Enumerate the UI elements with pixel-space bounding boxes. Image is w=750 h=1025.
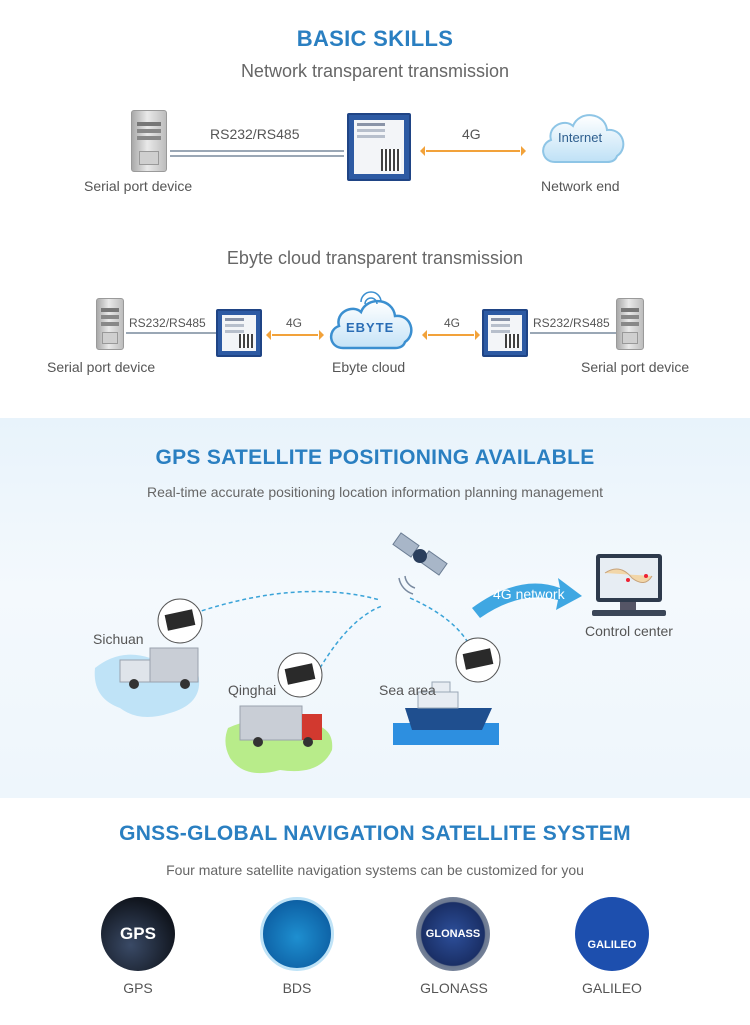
bds-label: BDS [282, 980, 312, 996]
serial-port-device-right-label: Serial port device [581, 359, 690, 375]
gps-label: GPS [123, 980, 153, 996]
gnss-title: GNSS-GLOBAL NAVIGATION SATELLITE SYSTEM [119, 822, 631, 845]
network-transparent-subtitle: Network transparent transmission [240, 61, 510, 81]
serial-port-device-right-icon [616, 298, 644, 350]
ebyte-cloud-subtitle: Ebyte cloud transparent transmission [226, 248, 524, 268]
sea-area-label: Sea area [379, 682, 436, 698]
serial-cable-line-2 [170, 155, 344, 157]
network-end-label: Network end [541, 178, 620, 194]
glonass-logo-text: GLONASS [425, 928, 481, 940]
internet-cloud-icon [542, 114, 625, 163]
basic-skills-title: BASIC SKILLS [296, 26, 454, 51]
serial-cable-left-line [126, 332, 216, 334]
rs232-rs485-right-label: RS232/RS485 [533, 316, 610, 330]
gps-positioning-subtitle: Real-time accurate positioning location … [146, 484, 604, 500]
glonass-label: GLONASS [420, 980, 488, 996]
4g-left-label: 4G [286, 316, 303, 330]
4g-arrow-icon [420, 146, 526, 156]
basic-skills-section: BASIC SKILLS Network transparent transmi… [0, 0, 750, 418]
galileo-label: GALILEO [582, 980, 642, 996]
serial-cable-line [170, 150, 344, 152]
internet-label: Internet [558, 130, 603, 145]
serial-port-device-left-label: Serial port device [47, 359, 156, 375]
qinghai-label: Qinghai [228, 682, 277, 698]
ebyte-cloud-icon [330, 291, 413, 350]
rs232-rs485-label: RS232/RS485 [210, 126, 300, 142]
galileo-logo-icon: GALILEO [575, 897, 649, 971]
gps-scene-illustration [94, 532, 666, 774]
sichuan-label: Sichuan [93, 631, 144, 647]
4g-label: 4G [462, 126, 481, 142]
4g-network-label: 4G network [493, 586, 565, 602]
ebyte-logo-text: EBYTE [346, 320, 395, 335]
gnss-subtitle: Four mature satellite navigation systems… [166, 862, 584, 878]
rs232-rs485-left-label: RS232/RS485 [129, 316, 206, 330]
gps-logo-text: GPS [120, 924, 156, 943]
4g-right-label: 4G [444, 316, 461, 330]
gps-positioning-title: GPS SATELLITE POSITIONING AVAILABLE [155, 446, 595, 469]
gps-positioning-section: GPS SATELLITE POSITIONING AVAILABLE Real… [0, 418, 750, 798]
4g-arrow-right-icon [422, 330, 480, 340]
4g-module-icon [347, 113, 411, 181]
galileo-logo-text: GALILEO [587, 939, 637, 951]
ebyte-cloud-label: Ebyte cloud [332, 359, 406, 375]
serial-cable-right-line [530, 332, 618, 334]
serial-port-device-left-icon [96, 298, 124, 350]
serial-port-device-label: Serial port device [84, 178, 193, 194]
glonass-logo-icon: GLONASS [416, 897, 490, 971]
4g-module-right-icon [482, 309, 528, 357]
bds-logo-icon [260, 897, 334, 971]
gnss-section: GNSS-GLOBAL NAVIGATION SATELLITE SYSTEM … [0, 798, 750, 1025]
serial-port-device-icon [131, 110, 167, 172]
4g-module-left-icon [216, 309, 262, 357]
4g-arrow-left-icon [266, 330, 324, 340]
control-center-label: Control center [585, 623, 673, 639]
gps-logo-icon: GPS [101, 897, 175, 971]
